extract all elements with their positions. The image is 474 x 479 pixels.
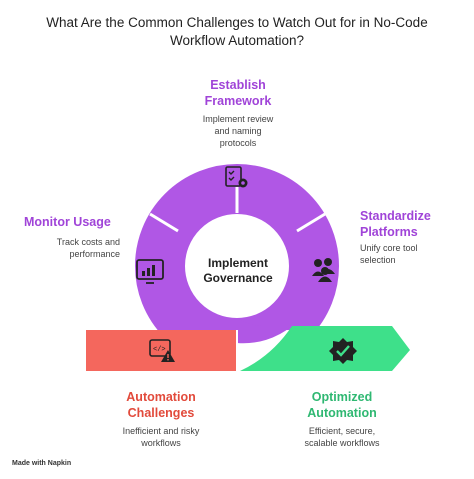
challenges-bar: [86, 330, 237, 371]
challenges-description: Inefficient and risky workflows: [122, 426, 200, 448]
center-label: Implement Governance: [203, 256, 273, 285]
monitor-heading: Monitor Usage: [24, 215, 111, 229]
establish-description: Implement review and naming protocols: [202, 114, 274, 148]
code-warning-icon: </>: [149, 339, 175, 362]
standardize-heading: Standardize Platforms: [360, 209, 431, 239]
svg-text:</>: </>: [153, 346, 166, 354]
monitor-chart-icon: [136, 259, 164, 284]
standardize-description: Unify core tool selection: [360, 243, 418, 265]
optimized-heading: Optimized Automation: [307, 390, 377, 420]
diagram-title: What Are the Common Challenges to Watch …: [46, 15, 428, 48]
challenges-heading: Automation Challenges: [126, 390, 196, 420]
optimized-arrow: [240, 326, 410, 371]
establish-heading: Establish Framework: [204, 78, 272, 108]
monitor-description: Track costs and performance: [56, 237, 120, 259]
optimized-description: Efficient, secure, scalable workflows: [304, 426, 380, 448]
footer-credit: Made with Napkin: [12, 460, 72, 467]
checklist-gear-icon: [225, 166, 248, 188]
users-group-icon: [312, 258, 335, 282]
check-badge-icon: [329, 338, 357, 364]
